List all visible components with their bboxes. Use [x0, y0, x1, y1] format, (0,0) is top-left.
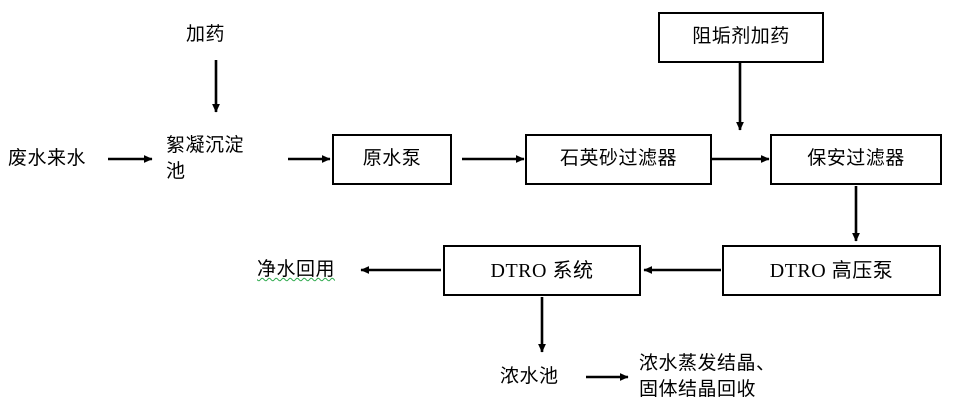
node-dtro-high-pressure-pump[interactable]: DTRO 高压泵	[722, 245, 941, 296]
node-antiscalant-dosing[interactable]: 阻垢剂加药	[658, 12, 824, 63]
node-security-filter[interactable]: 保安过滤器	[770, 134, 942, 185]
node-dtro-system-label: DTRO 系统	[490, 259, 594, 282]
node-crystallization-line1: 浓水蒸发结晶、	[639, 353, 776, 374]
node-quartz-sand-filter[interactable]: 石英砂过滤器	[525, 134, 712, 185]
node-concentrate-pond: 浓水池	[500, 366, 559, 387]
node-quartz-sand-filter-label: 石英砂过滤器	[559, 148, 677, 170]
node-antiscalant-dosing-label: 阻垢剂加药	[692, 26, 790, 48]
node-raw-water-pump-label: 原水泵	[362, 148, 422, 170]
node-clean-water-reuse: 净水回用	[257, 259, 336, 280]
node-flocculation-tank-line2: 池	[166, 160, 186, 182]
node-wastewater-inlet: 废水来水	[8, 148, 87, 169]
node-flocculation-tank: 絮凝沉淀 池	[166, 133, 286, 184]
node-flocculation-tank-line1: 絮凝沉淀	[166, 135, 245, 156]
node-dtro-system[interactable]: DTRO 系统	[443, 245, 641, 296]
node-security-filter-label: 保安过滤器	[807, 148, 905, 170]
node-raw-water-pump[interactable]: 原水泵	[332, 134, 452, 185]
node-dtro-high-pressure-pump-label: DTRO 高压泵	[769, 259, 894, 282]
node-crystallization-line2: 固体结晶回收	[639, 378, 757, 400]
node-crystallization: 浓水蒸发结晶、 固体结晶回收	[639, 351, 859, 402]
node-dosing: 加药	[186, 24, 226, 45]
